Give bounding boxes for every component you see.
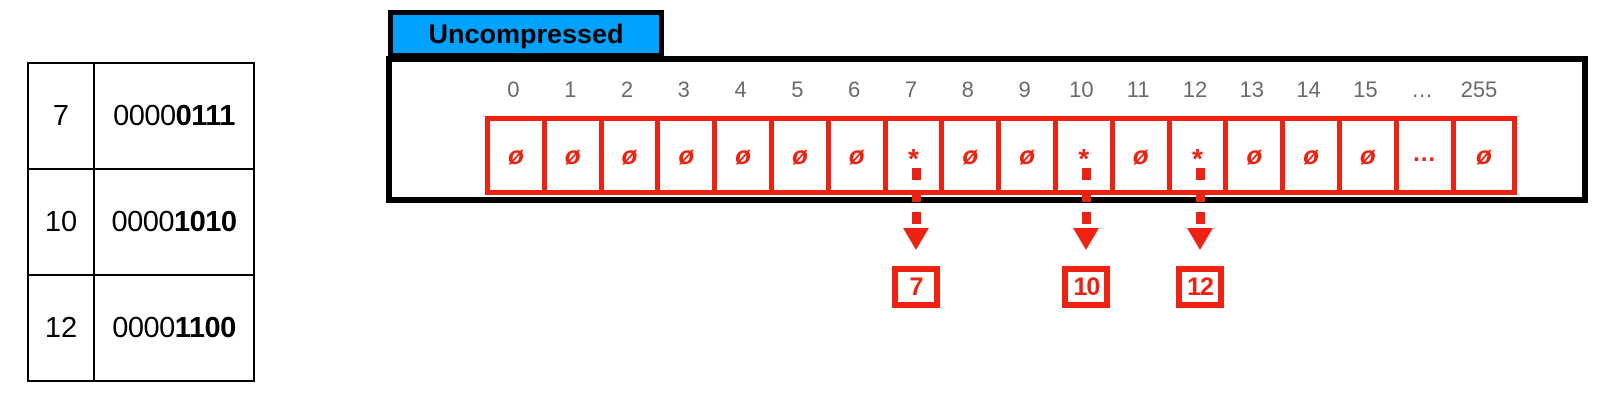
bit-empty-icon: ø bbox=[1359, 139, 1376, 170]
bitmap-index-label: 10 bbox=[1069, 77, 1094, 102]
pointer-dashed-line bbox=[1195, 168, 1205, 230]
bitmap-index-label: 3 bbox=[677, 77, 690, 102]
bitmap-index-label: 11 bbox=[1126, 77, 1150, 102]
bit-empty-icon: ø bbox=[564, 139, 581, 170]
bitmap-cell[interactable]: ø bbox=[1455, 121, 1513, 190]
binary-low-bits: 1100 bbox=[174, 311, 236, 344]
pointer-dashed-line bbox=[911, 168, 921, 230]
bitmap-index-label: 255 bbox=[1460, 77, 1498, 102]
decoded-value-label: 12 bbox=[1187, 272, 1214, 301]
pointer-arrow bbox=[1186, 168, 1213, 250]
binary-high-bits: 0000 bbox=[112, 311, 175, 344]
binary-high-bits: 0000 bbox=[113, 99, 176, 132]
bitmap-cell[interactable]: ø bbox=[717, 121, 774, 190]
bitmap-cell[interactable]: ø bbox=[830, 121, 888, 190]
bitmap-index-label: 6 bbox=[848, 77, 861, 102]
bitmap-cell[interactable]: ø bbox=[1114, 121, 1172, 190]
bitmap-index-label: 9 bbox=[1018, 77, 1031, 102]
bitmap-index-label: 12 bbox=[1182, 77, 1208, 102]
table-cell-decimal: 7 bbox=[29, 64, 95, 168]
bitmap-cell[interactable]: ø bbox=[546, 121, 604, 190]
bitmap-cell[interactable]: ø bbox=[773, 121, 831, 190]
bit-set-icon: * bbox=[1192, 142, 1203, 174]
decoded-value-box: 12 bbox=[1176, 266, 1224, 308]
decoded-value-box: 10 bbox=[1062, 266, 1111, 308]
bitmap-index-label: 14 bbox=[1296, 77, 1321, 102]
bitmap-index-label: 15 bbox=[1353, 77, 1378, 102]
arrowhead-icon bbox=[902, 228, 929, 250]
bitmap-cell[interactable]: ø bbox=[1341, 121, 1399, 190]
bitmap-index-label: 8 bbox=[961, 77, 974, 102]
bit-empty-icon: ø bbox=[848, 139, 865, 170]
bit-empty-icon: ø bbox=[1246, 139, 1263, 170]
table-cell-decimal: 12 bbox=[29, 276, 95, 380]
bit-empty-icon: ø bbox=[507, 139, 524, 170]
binary-low-bits: 0111 bbox=[175, 99, 236, 132]
bit-empty-icon: ø bbox=[1476, 139, 1492, 170]
uncompressed-badge-label: Uncompressed bbox=[428, 18, 624, 49]
binary-low-bits: 1010 bbox=[174, 205, 237, 238]
arrowhead-icon bbox=[1186, 228, 1213, 250]
bitmap-index-label: 13 bbox=[1239, 77, 1264, 102]
bitmap-cell[interactable]: … bbox=[1398, 121, 1456, 190]
bitmap-cell[interactable]: ø bbox=[490, 121, 547, 190]
bit-set-icon: * bbox=[1078, 142, 1090, 174]
pointer-arrow bbox=[1072, 168, 1099, 250]
bit-set-icon: * bbox=[908, 142, 919, 174]
pointer-dashed-line bbox=[1081, 168, 1091, 230]
bit-empty-icon: ø bbox=[621, 139, 638, 170]
bitmap-index-label: 4 bbox=[734, 77, 747, 102]
arrowhead-icon bbox=[1072, 228, 1099, 250]
bitmap-cell[interactable]: ø bbox=[603, 121, 661, 190]
bitmap-cell[interactable]: ø bbox=[1001, 121, 1058, 190]
bit-empty-icon: ø bbox=[791, 139, 808, 170]
bitmap-cell[interactable]: ø bbox=[660, 121, 718, 190]
bitmap-index-label: 5 bbox=[791, 77, 804, 102]
bit-empty-icon: ø bbox=[1303, 139, 1319, 170]
bit-empty-icon: ø bbox=[1019, 139, 1036, 170]
bitmap-cell[interactable]: ø bbox=[1285, 121, 1342, 190]
decoded-value-label: 10 bbox=[1073, 272, 1100, 301]
bit-empty-icon: ø bbox=[1132, 139, 1149, 170]
bitmap-index-label: 7 bbox=[904, 77, 918, 102]
decoded-value-label: 7 bbox=[909, 272, 924, 301]
bit-empty-icon: ø bbox=[678, 139, 695, 170]
ellipsis-icon: … bbox=[1412, 139, 1438, 167]
bit-empty-icon: ø bbox=[735, 139, 752, 170]
bitmap-index-label: … bbox=[1411, 77, 1434, 102]
binary-high-bits: 0000 bbox=[111, 205, 174, 238]
bitmap-index-label: 0 bbox=[507, 77, 520, 102]
bitmap-cell[interactable]: ø bbox=[1228, 121, 1286, 190]
pointer-arrow bbox=[902, 168, 929, 250]
bitmap-index-label: 1 bbox=[564, 77, 577, 102]
bitmap-cell-row: ø ø ø ø ø ø ø * ø ø * ø * ø ø ø … ø bbox=[485, 116, 1518, 195]
bitmap-index-label: 2 bbox=[620, 77, 634, 102]
bitmap-cell[interactable]: ø bbox=[944, 121, 1002, 190]
bit-empty-icon: ø bbox=[962, 139, 979, 170]
uncompressed-badge: Uncompressed bbox=[388, 10, 664, 58]
decoded-value-box: 7 bbox=[892, 266, 940, 308]
table-cell-decimal: 10 bbox=[29, 170, 95, 274]
